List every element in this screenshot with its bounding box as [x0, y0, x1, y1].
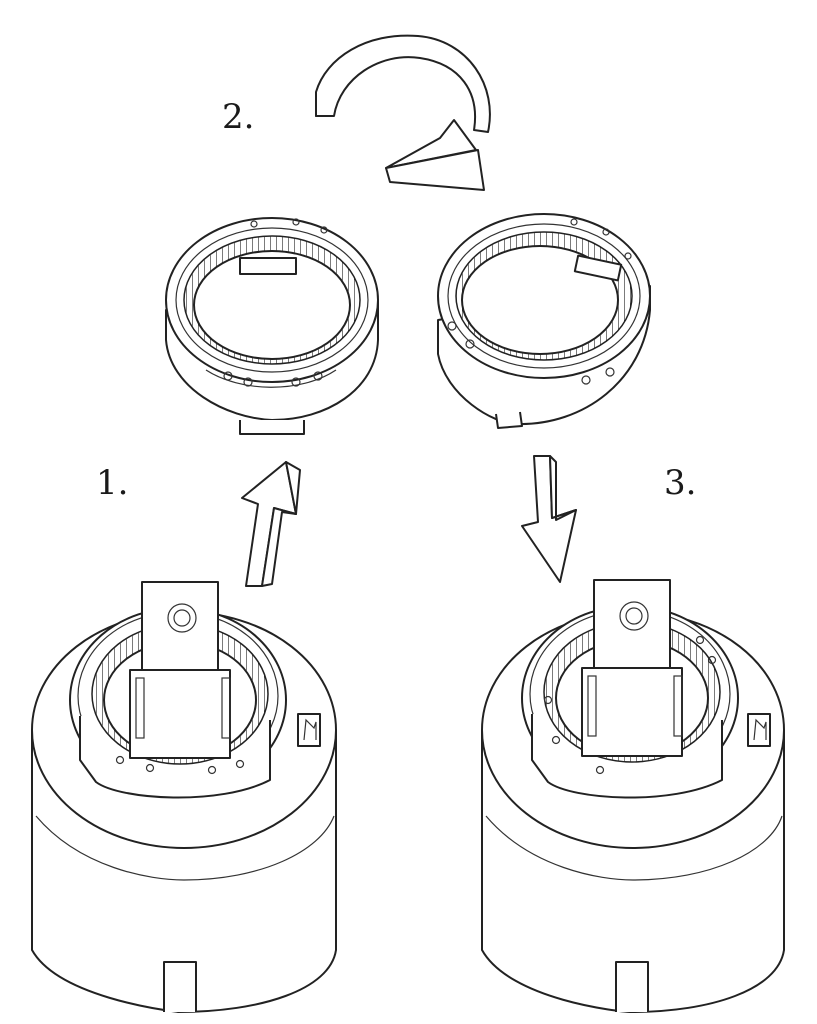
- rotate-arrow-icon: [315, 34, 491, 191]
- cartridge-left: [31, 581, 337, 1013]
- step-label-1: 1.: [96, 463, 129, 503]
- gear-ring-right: [437, 213, 651, 429]
- step-label-2: 2.: [222, 97, 255, 137]
- up-arrow-icon: [241, 461, 301, 587]
- down-arrow-icon: [521, 455, 577, 583]
- cartridge-right: [481, 579, 785, 1013]
- gear-ring-left: [165, 217, 379, 435]
- step-label-3: 3.: [664, 463, 697, 503]
